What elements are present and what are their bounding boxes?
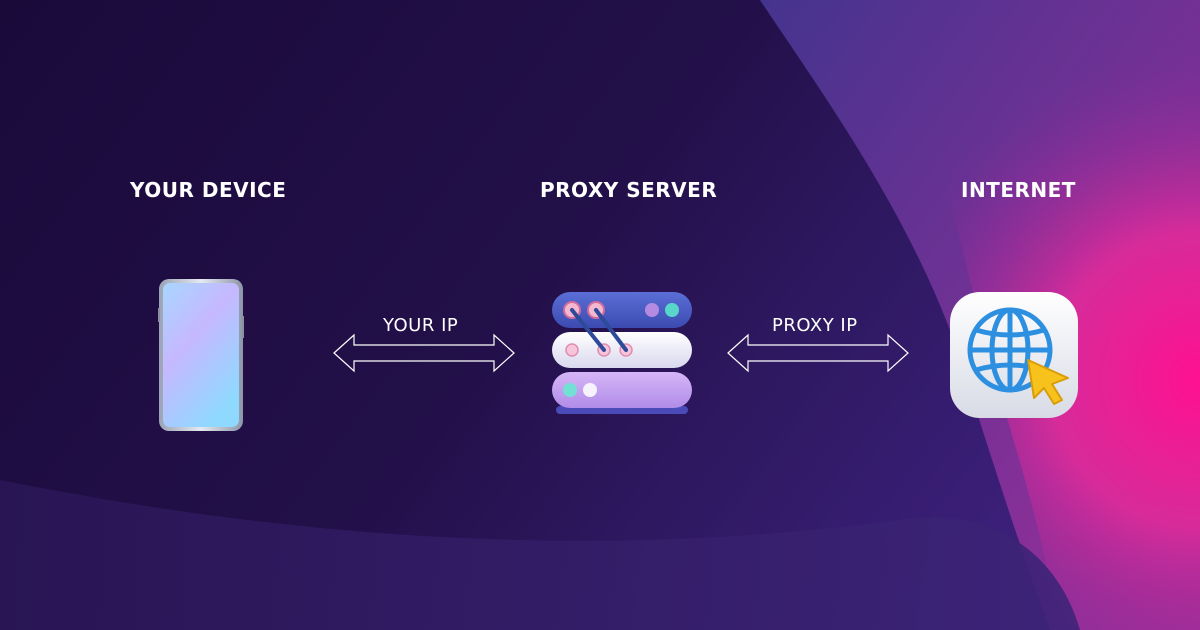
your-ip-label: YOUR IP (383, 315, 459, 336)
server-stack-icon (552, 292, 692, 414)
proxy-server-title: PROXY SERVER (540, 178, 718, 202)
internet-title: INTERNET (961, 178, 1076, 202)
smartphone-icon (158, 279, 244, 431)
bidirectional-arrow-icon (727, 333, 909, 373)
proxy-ip-label: PROXY IP (772, 315, 858, 336)
globe-cursor-icon (950, 292, 1078, 418)
bidirectional-arrow-icon (333, 333, 515, 373)
device-title: YOUR DEVICE (130, 178, 287, 202)
